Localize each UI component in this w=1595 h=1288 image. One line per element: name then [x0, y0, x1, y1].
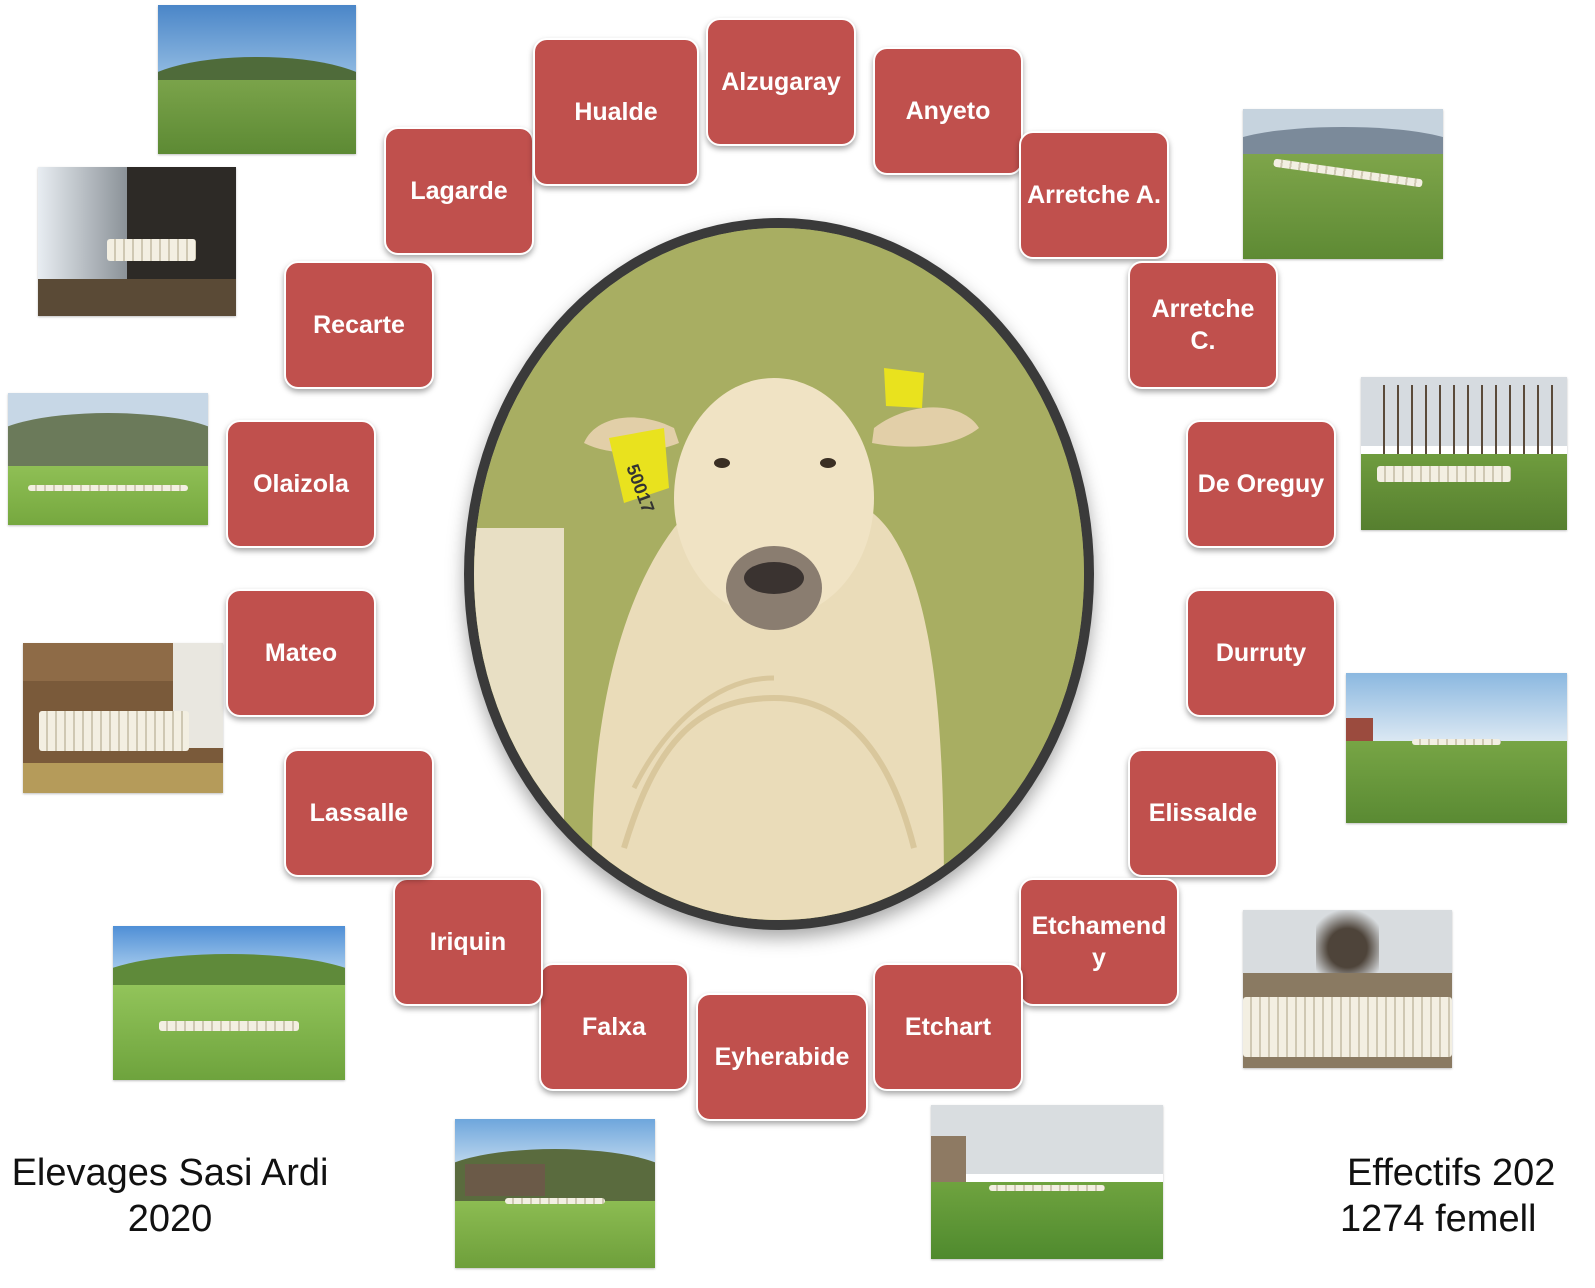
farm-tile-eyherabide[interactable]: Eyherabide	[696, 993, 868, 1121]
farm-tile-elissalde[interactable]: Elissalde	[1128, 749, 1278, 877]
pasture-photo-1	[113, 926, 345, 1080]
farm-tile-etchart[interactable]: Etchart	[873, 963, 1023, 1091]
farm-tile-arretche-a[interactable]: Arretche A.	[1019, 131, 1169, 259]
farm-tile-de-oreguy[interactable]: De Oreguy	[1186, 420, 1336, 548]
caption-left-year: 2020	[127, 1198, 213, 1240]
farm-tile-lagarde[interactable]: Lagarde	[384, 127, 534, 255]
trees-flock-photo	[1361, 377, 1567, 530]
caption-right: Effectifs 202 1274 femell	[1335, 1150, 1595, 1242]
farm-tile-recarte[interactable]: Recarte	[284, 261, 434, 389]
center-sheep-photo-frame: 50017	[464, 218, 1094, 930]
stable-photo	[23, 643, 223, 793]
caption-left-title: Elevages Sasi Ardi	[11, 1152, 329, 1194]
farm-pasture-photo	[1346, 673, 1567, 823]
farm-tile-anyeto[interactable]: Anyeto	[873, 47, 1023, 175]
caption-left: Elevages Sasi Ardi 2020	[0, 1150, 350, 1242]
sheep-portrait-image: 50017	[474, 228, 1084, 920]
farm-tile-hualde[interactable]: Hualde	[533, 38, 699, 186]
barn-interior-photo	[38, 167, 236, 316]
enclosure-flock-photo	[1243, 910, 1452, 1068]
farm-tile-olaizola[interactable]: Olaizola	[226, 420, 376, 548]
farmhouse-photo	[931, 1105, 1163, 1259]
farm-tile-falxa[interactable]: Falxa	[539, 963, 689, 1091]
farm-tile-etchamendy[interactable]: Etchamend y	[1019, 878, 1179, 1006]
landscape-photo-1	[158, 5, 356, 154]
farm-tile-durruty[interactable]: Durruty	[1186, 589, 1336, 717]
caption-right-title: Effectifs 202	[1347, 1152, 1556, 1194]
hillside-flock-photo	[1243, 109, 1443, 259]
farm-tile-mateo[interactable]: Mateo	[226, 589, 376, 717]
farm-tile-arretche-c[interactable]: Arretche C.	[1128, 261, 1278, 389]
farm-tile-iriquin[interactable]: Iriquin	[393, 878, 543, 1006]
farm-tile-lassalle[interactable]: Lassalle	[284, 749, 434, 877]
caption-right-count: 1274 femell	[1340, 1198, 1537, 1240]
valley-photo	[8, 393, 208, 525]
shed-photo	[455, 1119, 655, 1268]
farm-tile-alzugaray[interactable]: Alzugaray	[706, 18, 856, 146]
